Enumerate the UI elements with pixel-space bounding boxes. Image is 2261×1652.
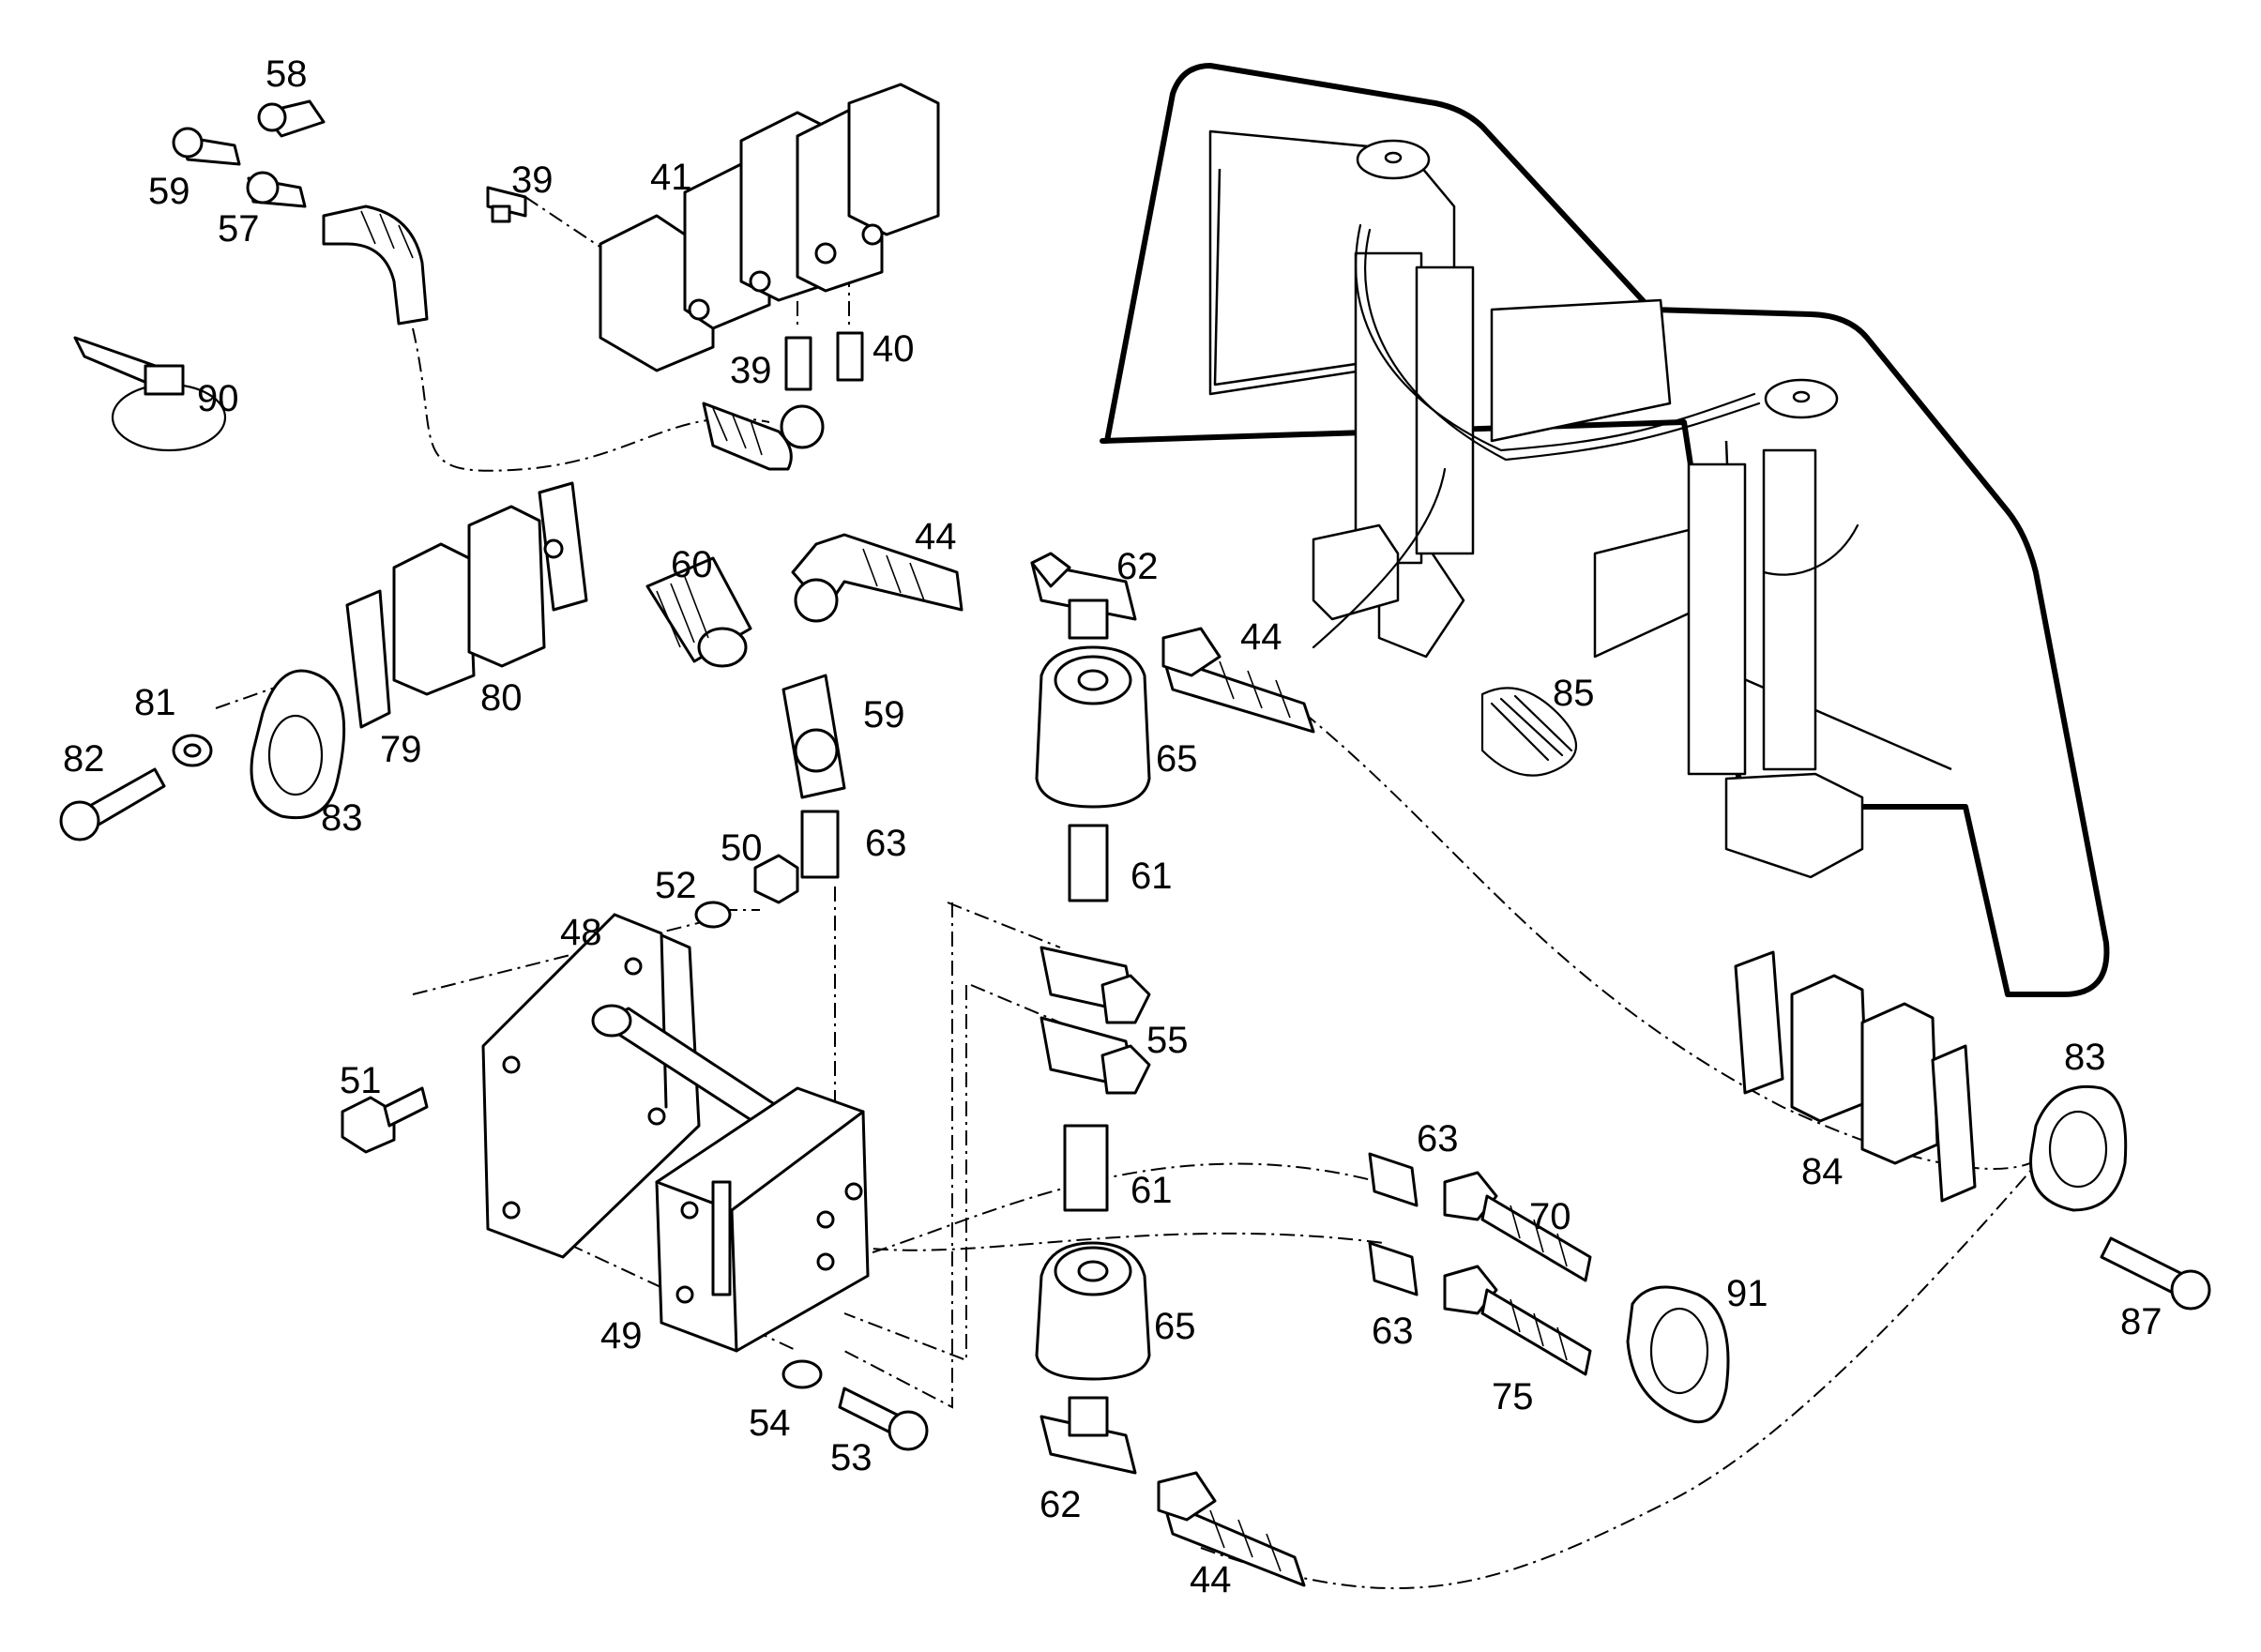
callout-82: 82 [63, 738, 105, 780]
callout-87: 87 [2120, 1301, 2162, 1342]
clamp-91 [1626, 1285, 1730, 1424]
callout-44-right: 44 [1240, 616, 1282, 658]
screw-87 [2100, 1236, 2211, 1311]
washer-81 [172, 734, 213, 767]
screw-82 [59, 767, 166, 841]
callout-61-upper: 61 [1130, 856, 1173, 897]
callout-63-right-lower: 63 [1372, 1311, 1414, 1352]
callout-91: 91 [1726, 1273, 1768, 1314]
callout-80: 80 [480, 677, 523, 719]
spring-85 [1480, 687, 1578, 777]
clamp-83-right [2029, 1084, 2128, 1212]
callout-81: 81 [134, 682, 176, 723]
callout-59-upper: 59 [148, 171, 190, 212]
tee-59-center [781, 674, 846, 799]
callout-62-upper: 62 [1116, 546, 1159, 587]
block-41 [599, 83, 940, 372]
leader-lines [215, 196, 2046, 1590]
hose-44-right [1161, 627, 1315, 734]
valve-block-49 [655, 1086, 870, 1353]
callout-50: 50 [721, 827, 763, 869]
washer-54 [781, 1359, 823, 1389]
callout-62-lower: 62 [1039, 1484, 1082, 1525]
callout-63-center: 63 [865, 823, 907, 864]
screw-51 [341, 1086, 429, 1154]
callout-79: 79 [380, 729, 422, 770]
tee-62-upper [1030, 552, 1137, 640]
callout-61-lower: 61 [1130, 1170, 1173, 1211]
screw-53 [838, 1387, 929, 1451]
nipple-61-upper [1068, 824, 1109, 902]
callout-39-lower: 39 [730, 350, 772, 391]
callout-65-lower: 65 [1154, 1306, 1196, 1347]
bracket-48 [481, 913, 701, 1259]
coupling-60 [645, 556, 752, 668]
callout-75: 75 [1492, 1376, 1534, 1417]
callout-83-left: 83 [321, 797, 363, 839]
washer-52 [694, 901, 732, 929]
nut-50 [753, 854, 799, 904]
callout-54: 54 [749, 1402, 791, 1444]
hose-70 [1443, 1171, 1592, 1282]
fitting-59-upper [172, 127, 241, 166]
callout-90: 90 [197, 378, 239, 419]
tee-62-lower [1039, 1396, 1137, 1475]
callout-58: 58 [266, 53, 308, 95]
clamp-83-left [250, 669, 346, 820]
callout-57: 57 [218, 208, 260, 250]
callout-63-right-upper: 63 [1417, 1118, 1459, 1159]
accumulator-65-upper [1035, 645, 1151, 809]
tee-55 [1039, 946, 1151, 1095]
callout-83-right: 83 [2064, 1037, 2106, 1078]
nipple-63-center [800, 810, 840, 879]
hose-upper [322, 205, 429, 326]
callout-49: 49 [600, 1315, 643, 1356]
main-frame [1100, 63, 2110, 997]
hose-75 [1443, 1265, 1592, 1376]
hose-elbow-lower [702, 402, 825, 471]
nipple-63-right-upper [1368, 1152, 1419, 1207]
callout-70: 70 [1529, 1196, 1571, 1237]
callout-44-center: 44 [915, 516, 957, 557]
callout-52: 52 [655, 865, 697, 906]
fitting-57 [246, 171, 307, 208]
clamp-plates-79-80 [345, 481, 588, 729]
callout-53: 53 [830, 1437, 873, 1478]
fitting-58 [257, 99, 326, 138]
nipple-61-lower [1063, 1124, 1109, 1212]
nipple-39-lower [784, 336, 812, 391]
accumulator-65-lower [1035, 1241, 1151, 1381]
callout-51: 51 [340, 1060, 382, 1101]
callout-40: 40 [873, 328, 915, 370]
callout-41: 41 [650, 157, 692, 198]
callout-65-upper: 65 [1156, 738, 1198, 780]
callout-labels: 58 59 57 39 41 39 40 90 60 44 62 44 85 8… [63, 53, 2162, 1600]
callout-39-upper: 39 [511, 159, 554, 201]
hose-elbow-44-center [791, 533, 964, 623]
nipple-63-right-lower [1368, 1241, 1419, 1296]
nipple-39-upper [486, 186, 527, 223]
callout-44-lower: 44 [1190, 1559, 1232, 1600]
callout-60: 60 [671, 544, 713, 585]
cable-tie-90 [73, 336, 227, 452]
callout-48: 48 [560, 912, 602, 953]
clamp-plates-84 [1734, 950, 1977, 1203]
nipple-40 [836, 331, 864, 382]
callout-84: 84 [1801, 1151, 1844, 1192]
callout-85: 85 [1553, 673, 1595, 714]
callout-55: 55 [1146, 1020, 1189, 1061]
hose-44-lower [1157, 1471, 1306, 1587]
callout-59-center: 59 [863, 694, 905, 735]
